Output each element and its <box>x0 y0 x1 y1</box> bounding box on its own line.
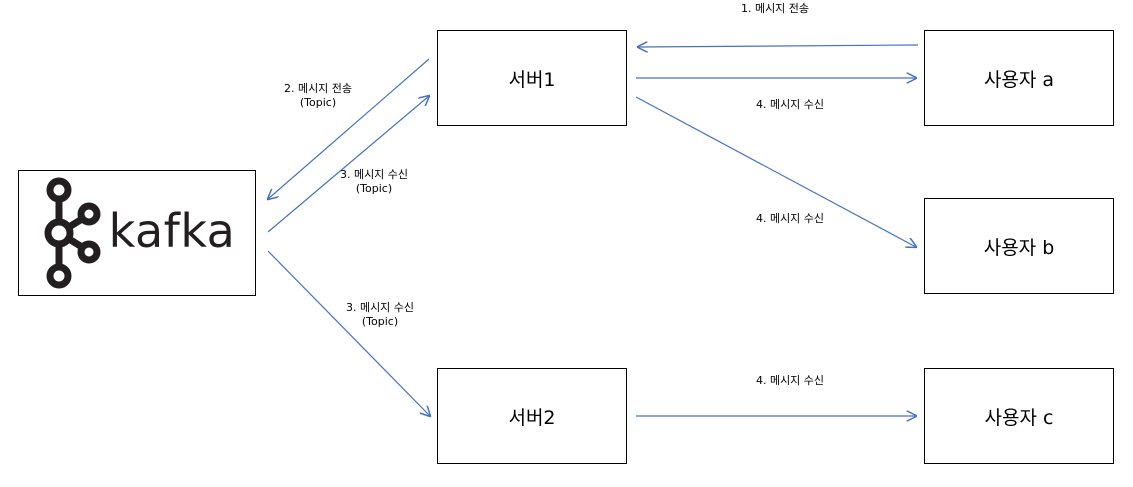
user-b-node: 사용자 b <box>924 198 1114 294</box>
edge-kafka-to-server2 <box>267 250 430 416</box>
kafka-wordmark: kafka <box>108 204 236 258</box>
kafka-logo-icon <box>44 177 101 289</box>
edge-label-text: 3. 메시지 수신 <box>345 301 415 314</box>
edge-label-server2-to-user-c: 4. 메시지 수신 <box>756 374 824 388</box>
edge-label-text: 4. 메시지 수신 <box>755 98 825 111</box>
edge-label-user-a-to-server1: 1. 메시지 전송 <box>741 2 809 16</box>
edge-label-topic: (Topic) <box>361 315 399 328</box>
edge-label-text: 4. 메시지 수신 <box>755 374 825 387</box>
edge-label-text: 3. 메시지 수신 <box>339 168 409 181</box>
user-c-node: 사용자 c <box>924 368 1114 464</box>
edge-label-topic: (Topic) <box>355 182 393 195</box>
user-c-label: 사용자 c <box>984 406 1054 429</box>
edge-label-text: 2. 메시지 전송 <box>283 82 353 95</box>
edge-label-text: 1. 메시지 전송 <box>740 2 810 15</box>
edge-label-topic: (Topic) <box>299 96 337 109</box>
edge-kafka-to-server1 <box>267 96 429 233</box>
edge-server1-to-user-b <box>635 96 916 247</box>
edge-label-server1-to-user-a: 4. 메시지 수신 <box>756 98 824 112</box>
server1-label: 서버1 <box>508 68 556 91</box>
user-a-node: 사용자 a <box>924 30 1114 126</box>
edge-user-a-to-server1 <box>638 45 919 47</box>
kafka-logo: kafka <box>39 174 236 292</box>
edge-server1-to-kafka <box>268 58 430 199</box>
kafka-node: kafka <box>18 170 256 296</box>
server1-node: 서버1 <box>437 30 627 126</box>
server2-label: 서버2 <box>508 406 556 429</box>
edge-label-text: 4. 메시지 수신 <box>755 212 825 225</box>
edge-label-kafka-to-server1: 3. 메시지 수신 (Topic) <box>340 168 408 196</box>
server2-node: 서버2 <box>437 368 627 464</box>
edge-label-kafka-to-server2: 3. 메시지 수신 (Topic) <box>346 301 414 329</box>
edge-label-server1-to-user-b: 4. 메시지 수신 <box>756 212 824 226</box>
edge-label-server1-to-kafka: 2. 메시지 전송 (Topic) <box>284 82 352 110</box>
user-a-label: 사용자 a <box>983 68 1055 91</box>
user-b-label: 사용자 b <box>983 236 1055 259</box>
